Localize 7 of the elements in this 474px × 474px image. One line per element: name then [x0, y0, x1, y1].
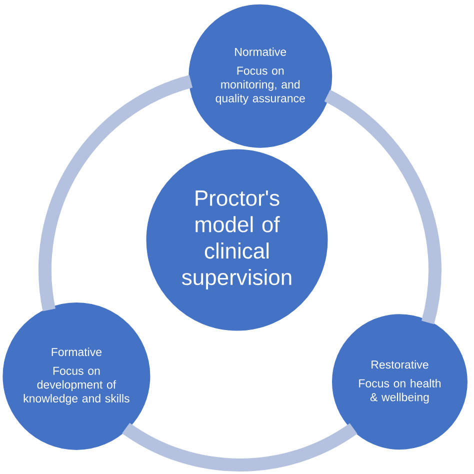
ring-arc	[38, 75, 193, 311]
circle-node: Formative Focus on development of knowledge and skills	[0, 300, 153, 452]
circle-node: Proctor's model of clinical supervision	[144, 146, 330, 334]
circle-node: Restorative Focus on health & wellbeing	[329, 312, 470, 452]
ring-arc	[324, 90, 442, 324]
ring-arc	[122, 422, 358, 472]
circle-node: Normative Focus on monitoring, and quality assurance	[186, 2, 335, 150]
